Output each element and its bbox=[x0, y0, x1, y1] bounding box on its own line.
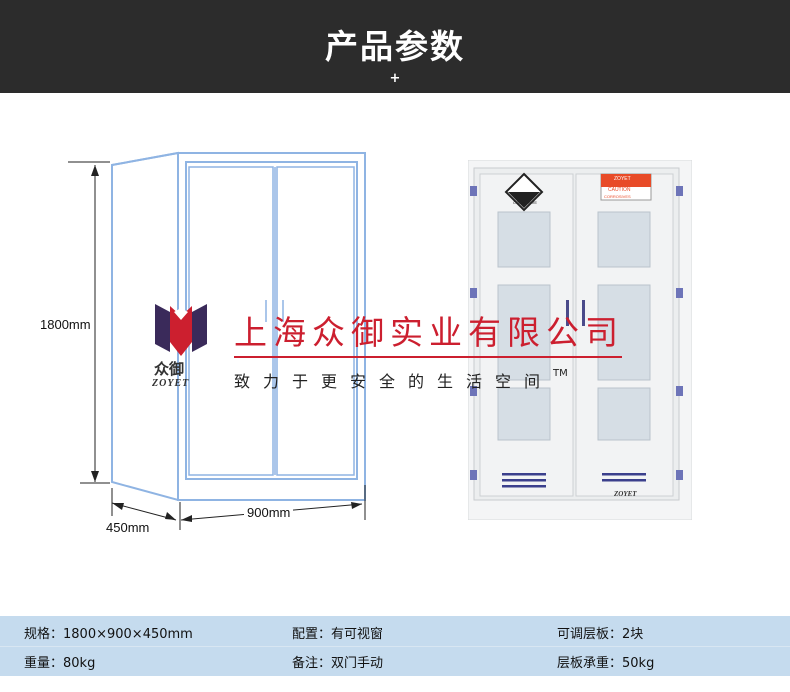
spec-value: 1800×900×450mm bbox=[63, 627, 193, 642]
logo-english-name: ZOYET bbox=[152, 378, 190, 389]
trademark-mark: TM bbox=[553, 368, 568, 379]
caution-text: CAUTION bbox=[608, 187, 631, 193]
spec-note: 备注：双门手动 bbox=[292, 652, 383, 671]
spec-bar: 规格：1800×900×450mm 配置：有可视窗 可调层板：2块 重量：80k… bbox=[0, 616, 790, 676]
company-slogan: 致力于更安全的生活空间TM bbox=[234, 368, 568, 392]
spec-label: 规格： bbox=[24, 627, 64, 642]
badge-brand-text: ZOYET bbox=[614, 176, 631, 182]
slogan-text: 致力于更安全的生活空间 bbox=[234, 372, 554, 391]
logo-chinese-name: 众御 bbox=[154, 360, 185, 378]
depth-dimension-label: 450mm bbox=[106, 520, 150, 535]
spec-shelf-load: 层板承重：50kg bbox=[557, 652, 654, 671]
width-dimension-label: 900mm bbox=[244, 505, 294, 520]
spec-row-divider bbox=[0, 646, 790, 647]
spec-value: 双门手动 bbox=[331, 656, 384, 671]
brand-divider bbox=[234, 356, 622, 358]
spec-value: 50kg bbox=[622, 656, 655, 671]
header-bar: 产品参数 + bbox=[0, 0, 790, 93]
cabinet-photo: ZOYET CORROSIVE ZOYET CAUTION CORROSIVES bbox=[468, 160, 692, 520]
hazard-label-text: CORROSIVE bbox=[513, 200, 537, 205]
spec-value: 有可视窗 bbox=[331, 627, 384, 642]
spec-label: 备注： bbox=[292, 656, 332, 671]
spec-label: 可调层板： bbox=[557, 627, 623, 642]
spec-shelves: 可调层板：2块 bbox=[557, 623, 643, 642]
height-dimension-label: 1800mm bbox=[40, 317, 91, 332]
spec-label: 重量： bbox=[24, 656, 64, 671]
corrosives-text: CORROSIVES bbox=[604, 194, 631, 199]
zoyet-logo-icon bbox=[155, 304, 207, 356]
company-name: 上海众御实业有限公司 bbox=[234, 313, 624, 352]
page-title: 产品参数 bbox=[325, 27, 465, 66]
spec-label: 层板承重： bbox=[557, 656, 623, 671]
spec-config: 配置：有可视窗 bbox=[292, 623, 383, 642]
spec-label: 配置： bbox=[292, 627, 332, 642]
door-brand-text: ZOYET bbox=[613, 490, 637, 498]
spec-weight: 重量：80kg bbox=[24, 652, 95, 671]
spec-size: 规格：1800×900×450mm bbox=[24, 623, 193, 642]
plus-icon: + bbox=[389, 71, 401, 86]
spec-value: 2块 bbox=[622, 627, 644, 642]
spec-value: 80kg bbox=[63, 656, 96, 671]
